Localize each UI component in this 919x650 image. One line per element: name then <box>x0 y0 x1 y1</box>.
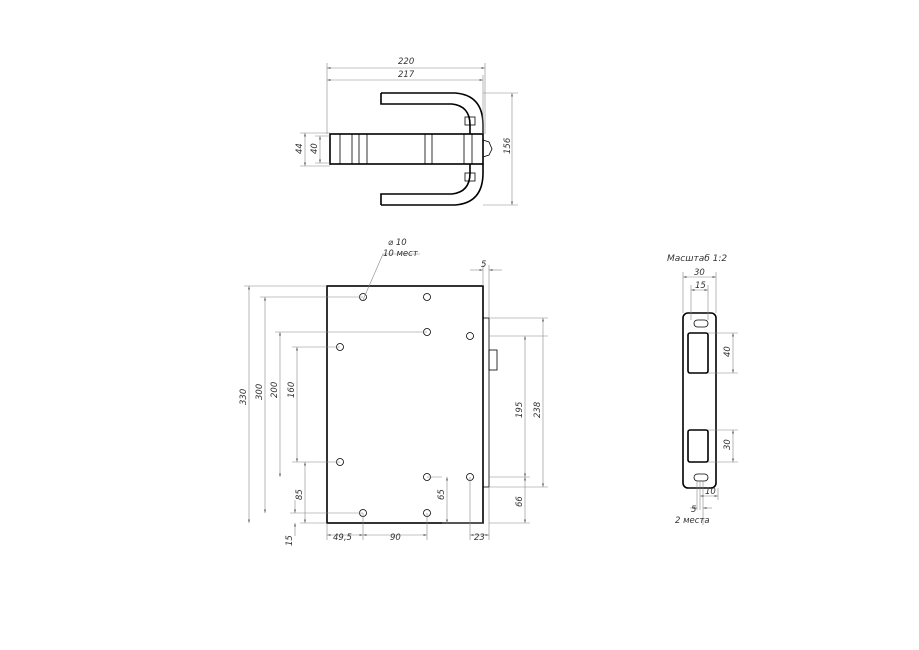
dim-15: 15 <box>695 281 706 291</box>
handle-upper <box>380 92 484 134</box>
dim-40: 40 <box>723 346 733 357</box>
dim-238: 238 <box>533 401 543 418</box>
hole-diameter: ⌀ 10 <box>388 238 407 248</box>
dim-65: 65 <box>437 489 447 500</box>
front-view: ⌀ 10 10 мест 5 330 300 200 160 85 15 65 … <box>239 238 548 546</box>
faceplate <box>482 317 490 488</box>
dim-217: 217 <box>398 70 415 80</box>
dim-10: 10 <box>705 487 716 497</box>
screw-slot-bottom <box>693 473 709 482</box>
lock-body-front <box>326 285 484 524</box>
lock-body-top <box>329 133 484 165</box>
dim-44: 44 <box>295 143 305 154</box>
scale-label: Масштаб 1:2 <box>667 254 727 264</box>
strike-plate-view: Масштаб 1:2 30 15 40 30 10 5 2 места <box>667 254 738 526</box>
dim-160: 160 <box>287 382 297 398</box>
quantity-note: 2 места <box>675 516 710 526</box>
dim-49-5: 49,5 <box>333 533 352 543</box>
latch-bolt <box>488 349 498 371</box>
dim-220: 220 <box>398 57 414 67</box>
handle-lower <box>380 164 484 206</box>
top-view: 220 217 156 44 40 <box>295 57 518 206</box>
dim-85: 85 <box>295 489 305 500</box>
mounting-holes <box>336 293 474 517</box>
strike-plate <box>682 312 717 489</box>
dim-90: 90 <box>390 533 401 543</box>
screw-slot-top <box>693 319 709 328</box>
dim-30-width: 30 <box>694 268 705 278</box>
dim-300: 300 <box>255 384 265 400</box>
dim-5: 5 <box>481 260 486 270</box>
bolt-slot-upper <box>687 332 709 374</box>
dim-195: 195 <box>515 402 525 418</box>
dim-5: 5 <box>691 505 696 515</box>
dim-23: 23 <box>474 533 485 543</box>
dim-15: 15 <box>285 535 295 546</box>
dim-330: 330 <box>239 389 249 405</box>
dim-156: 156 <box>503 137 513 154</box>
dim-40: 40 <box>310 143 320 154</box>
dim-200: 200 <box>270 382 280 398</box>
bolt-slot-lower <box>687 429 709 463</box>
dim-30-height: 30 <box>723 439 733 450</box>
dim-66: 66 <box>515 496 525 507</box>
hole-count: 10 мест <box>383 249 419 259</box>
